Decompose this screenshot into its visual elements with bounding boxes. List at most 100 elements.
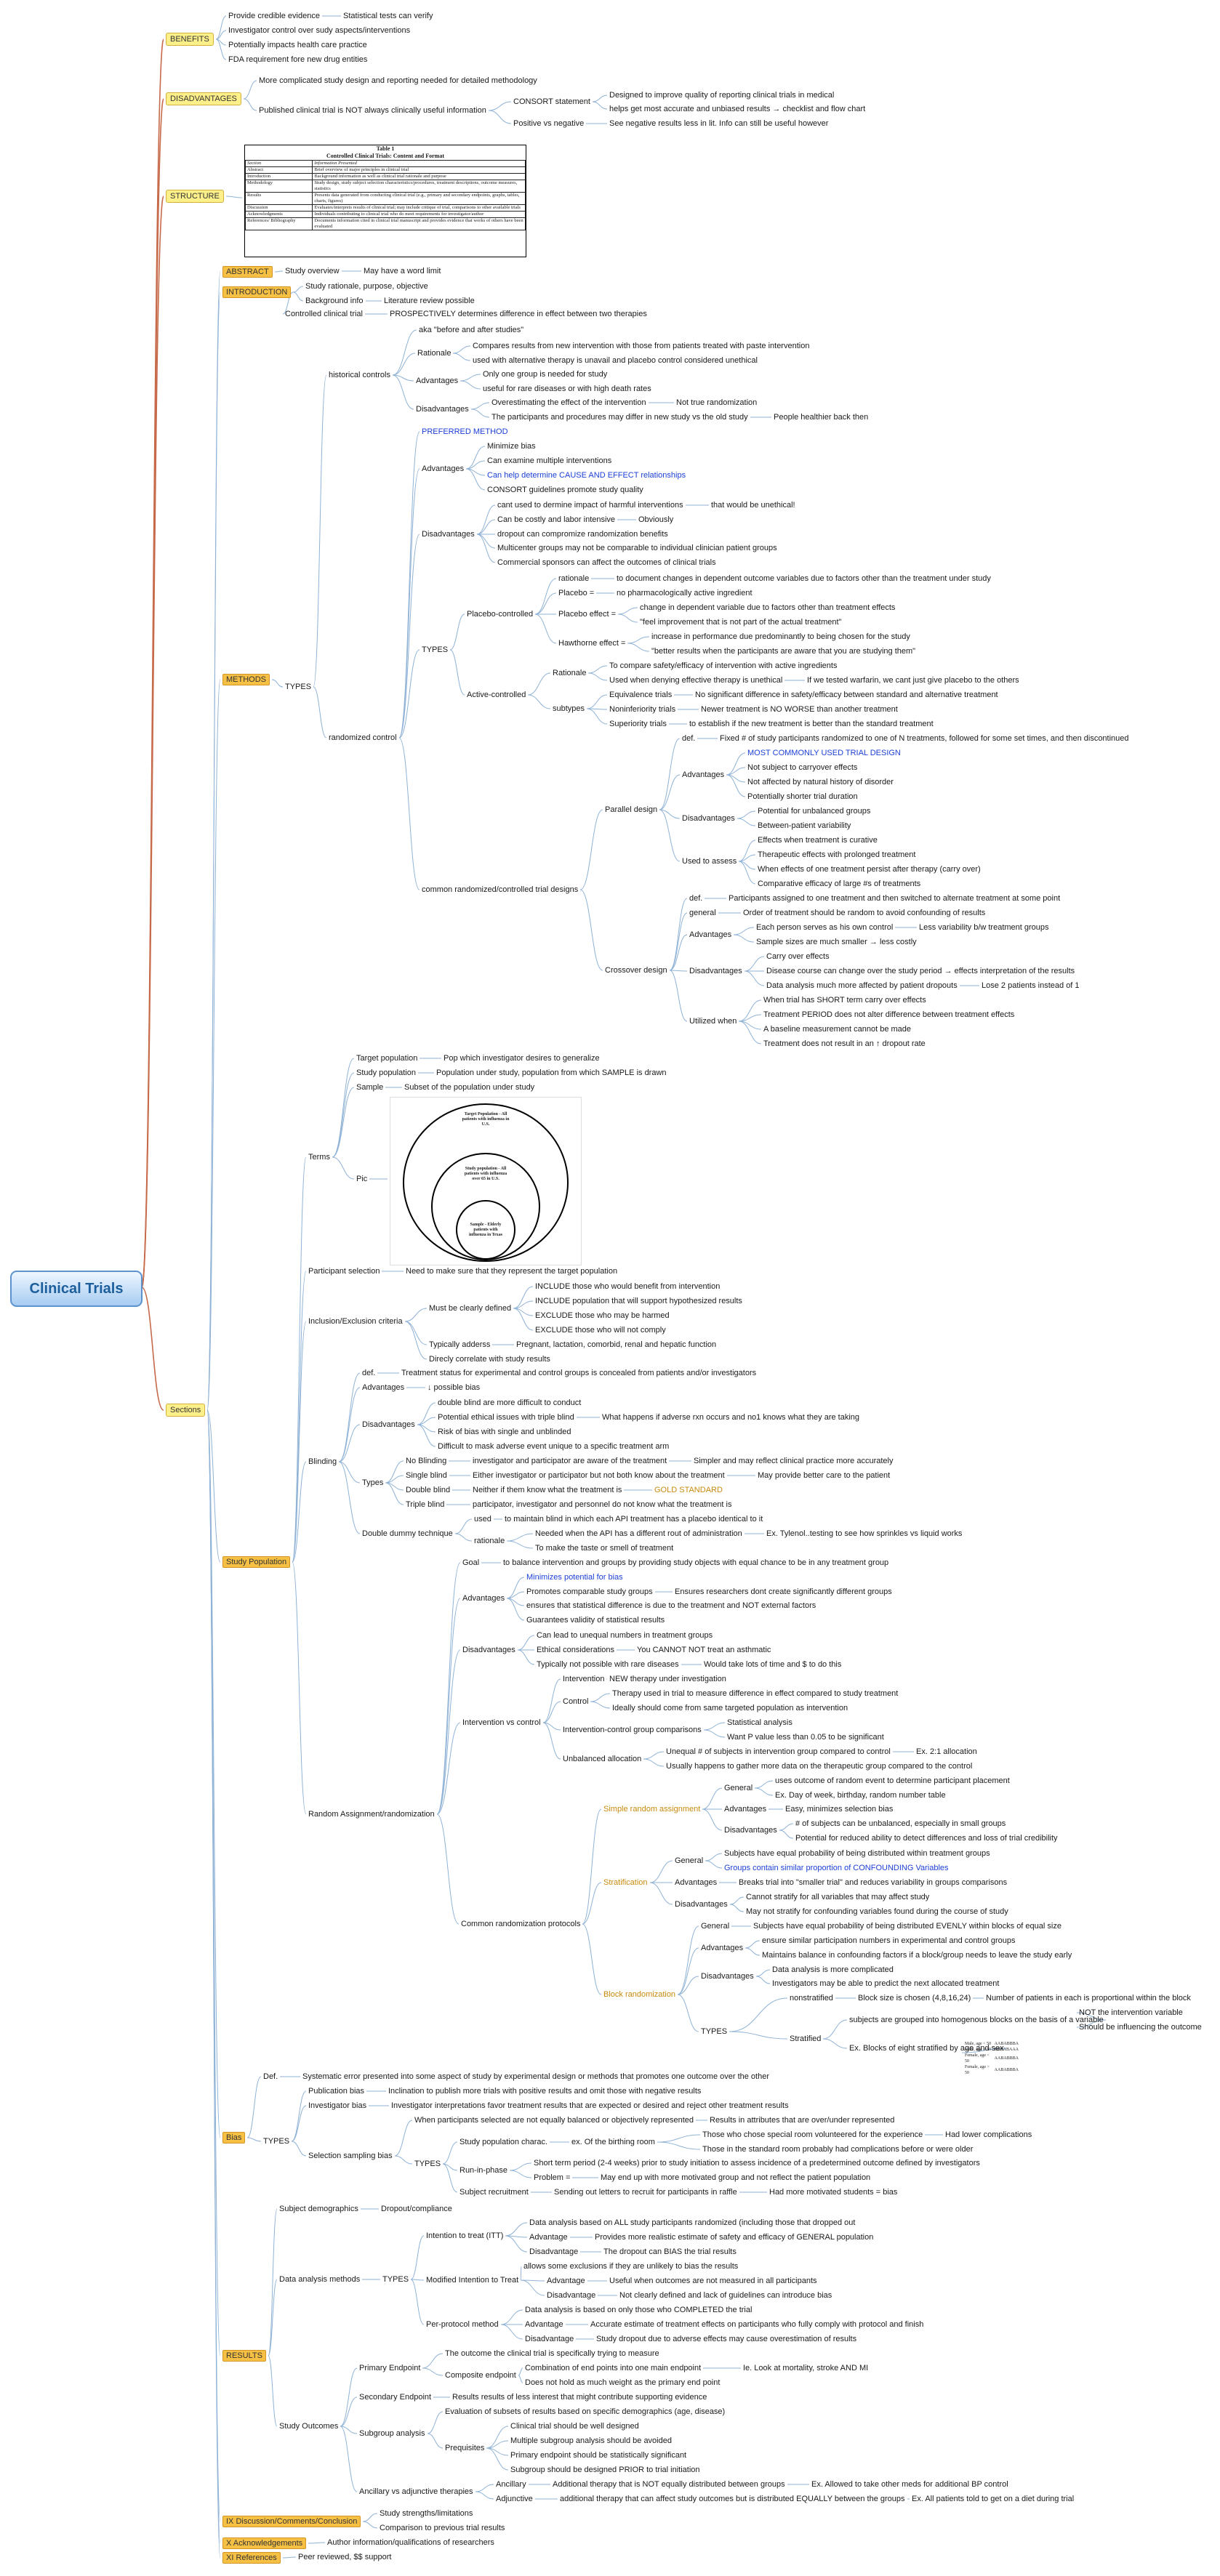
node-bl1[interactable]: def. xyxy=(362,1369,376,1377)
node-ra4a1[interactable]: NEW therapy under investigation xyxy=(609,1675,726,1683)
node-re3c[interactable]: Subgroup analysis xyxy=(359,2429,425,2438)
node-pd1[interactable]: def. xyxy=(682,734,696,743)
node-re3d2[interactable]: Adjunctive xyxy=(496,2495,533,2503)
node-ac2c1[interactable]: to establish if the new treatment is bet… xyxy=(689,720,934,728)
node-rc_dis[interactable]: Disadvantages xyxy=(422,530,475,539)
node-bi2c2c2[interactable]: Had more motivated students = bias xyxy=(769,2188,898,2197)
node-pc2a[interactable]: no pharmacologically active ingredient xyxy=(617,589,753,597)
node-rc_types[interactable]: TYPES xyxy=(422,645,449,654)
node-ra4d[interactable]: Unbalanced allocation xyxy=(563,1755,642,1763)
node-ix1[interactable]: Study strengths/limitations xyxy=(380,2509,473,2518)
node-b1a[interactable]: Statistical tests can verify xyxy=(343,12,433,20)
node-sr2[interactable]: Advantages xyxy=(724,1805,767,1814)
node-br4[interactable]: TYPES xyxy=(701,2027,728,2036)
node-pc1a[interactable]: to document changes in dependent outcome… xyxy=(617,574,991,583)
node-hc2a[interactable]: Compares results from new intervention w… xyxy=(473,342,810,350)
node-abstract[interactable]: ABSTRACT xyxy=(222,266,273,278)
node-d2a2[interactable]: helps get most accurate and unbiased res… xyxy=(609,105,866,113)
node-br4a[interactable]: nonstratified xyxy=(790,1994,833,2003)
node-ra3c1[interactable]: Would take lots of time and $ to do this xyxy=(704,1660,842,1669)
node-bl[interactable]: Blinding xyxy=(308,1457,337,1466)
node-methods[interactable]: METHODS xyxy=(222,674,270,685)
node-pd2c[interactable]: Not affected by natural history of disor… xyxy=(747,778,894,786)
node-bi2c2a1a1[interactable]: Had lower complications xyxy=(945,2130,1032,2139)
node-cd2a[interactable]: Order of treatment should be random to a… xyxy=(743,909,986,917)
node-cd3b[interactable]: Sample sizes are much smaller → less cos… xyxy=(756,938,917,946)
node-pc3b[interactable]: "feel improvement that is not part of th… xyxy=(640,618,842,627)
node-cd5d[interactable]: Treatment does not result in an ↑ dropou… xyxy=(763,1039,926,1048)
node-bl4d1[interactable]: participator, investigator and personnel… xyxy=(473,1500,732,1509)
node-ra3b[interactable]: Ethical considerations xyxy=(537,1646,615,1654)
node-re3d2a1[interactable]: Ex. All patients told to get on a diet d… xyxy=(912,2495,1075,2503)
node-cd[interactable]: Crossover design xyxy=(605,966,667,975)
node-ac2b1[interactable]: Newer treatment is NO WORSE than another… xyxy=(701,705,898,714)
node-br2b[interactable]: Maintains balance in confounding factors… xyxy=(762,1951,1072,1960)
node-ac2[interactable]: subtypes xyxy=(553,704,585,713)
node-pd4a[interactable]: Effects when treatment is curative xyxy=(758,836,878,845)
node-bl3d[interactable]: Difficult to mask adverse event unique t… xyxy=(438,1442,670,1451)
node-hc[interactable]: historical controls xyxy=(329,371,390,379)
node-x[interactable]: X Acknowledgements xyxy=(222,2537,307,2549)
node-bi2c2a1[interactable]: ex. Of the birthing room xyxy=(571,2138,655,2146)
node-ie1b[interactable]: INCLUDE population that will support hyp… xyxy=(535,1297,742,1305)
node-br2a[interactable]: ensure similar participation numbers in … xyxy=(762,1936,1016,1945)
node-cd5[interactable]: Utilized when xyxy=(689,1017,737,1026)
node-ie1a[interactable]: INCLUDE those who would benefit from int… xyxy=(535,1282,721,1291)
node-re1a[interactable]: Dropout/compliance xyxy=(381,2205,452,2213)
node-pc3a[interactable]: change in dependent variable due to fact… xyxy=(640,603,896,612)
node-st2a[interactable]: Breaks trial into "smaller trial" and re… xyxy=(739,1878,1008,1887)
node-re3d1a1[interactable]: Ex. Allowed to take other meds for addit… xyxy=(811,2480,1008,2489)
node-d2b1[interactable]: See negative results less in lit. Info c… xyxy=(609,119,829,128)
node-rca3[interactable]: Can help determine CAUSE AND EFFECT rela… xyxy=(487,471,686,480)
node-ra3a[interactable]: Can lead to unequal numbers in treatment… xyxy=(537,1631,713,1640)
node-bi2[interactable]: TYPES xyxy=(263,2137,290,2146)
node-t3a[interactable]: Subset of the population under study xyxy=(404,1083,535,1092)
node-rca1[interactable]: Minimize bias xyxy=(487,442,536,451)
node-in1[interactable]: Study rationale, purpose, objective xyxy=(305,282,428,291)
node-d2b[interactable]: Positive vs negative xyxy=(513,119,585,128)
node-bi2c2a1b[interactable]: Those in the standard room probably had … xyxy=(702,2145,974,2154)
node-bi1[interactable]: Def. xyxy=(263,2072,278,2081)
node-bi2c1[interactable]: When participants selected are not equal… xyxy=(414,2116,694,2125)
node-ps1[interactable]: Need to make sure that they represent th… xyxy=(406,1267,618,1276)
node-st2[interactable]: Advantages xyxy=(675,1878,718,1887)
node-crd[interactable]: common randomized/controlled trial desig… xyxy=(422,885,579,894)
node-bi2c2a[interactable]: Study population charac. xyxy=(459,2138,548,2146)
node-bl4a[interactable]: No Blinding xyxy=(406,1457,447,1465)
node-b3[interactable]: Potentially impacts health care practice xyxy=(228,41,367,49)
node-rca2[interactable]: Can examine multiple interventions xyxy=(487,456,612,465)
node-in3a[interactable]: PROSPECTIVELY determines difference in e… xyxy=(390,310,647,318)
node-ra[interactable]: Random Assignment/randomization xyxy=(308,1810,435,1819)
node-pc3[interactable]: Placebo effect = xyxy=(558,610,616,619)
node-bl4[interactable]: Types xyxy=(362,1478,384,1487)
node-b1[interactable]: Provide credible evidence xyxy=(228,12,320,20)
node-ra4d1a[interactable]: Ex. 2:1 allocation xyxy=(916,1747,977,1756)
node-bl4d[interactable]: Triple blind xyxy=(406,1500,445,1509)
node-br1a[interactable]: Subjects have equal probability of being… xyxy=(753,1922,1062,1931)
node-cd5a[interactable]: When trial has SHORT term carry over eff… xyxy=(763,996,926,1005)
node-br[interactable]: Block randomization xyxy=(603,1990,676,1999)
node-rcd5[interactable]: Commercial sponsors can affect the outco… xyxy=(497,558,716,567)
node-bl5b2[interactable]: To make the taste or smell of treatment xyxy=(535,1544,674,1553)
node-ra3[interactable]: Disadvantages xyxy=(462,1646,515,1654)
node-st1a[interactable]: Subjects have equal probability of being… xyxy=(724,1849,990,1858)
node-bias[interactable]: Bias xyxy=(222,2132,246,2144)
node-re2t[interactable]: TYPES xyxy=(382,2275,409,2284)
node-br2[interactable]: Advantages xyxy=(701,1944,744,1952)
node-sr[interactable]: Simple random assignment xyxy=(603,1805,701,1814)
node-ie1d[interactable]: EXCLUDE those who will not comply xyxy=(535,1326,666,1335)
node-br4b[interactable]: Stratified xyxy=(790,2034,822,2043)
node-bi2c2[interactable]: TYPES xyxy=(414,2160,441,2168)
node-re2a1[interactable]: Data analysis based on ALL study partici… xyxy=(529,2218,856,2227)
node-bi2c[interactable]: Selection sampling bias xyxy=(308,2152,393,2160)
node-ra2[interactable]: Advantages xyxy=(462,1594,505,1603)
node-rc_adv[interactable]: Advantages xyxy=(422,464,465,473)
node-ra2b[interactable]: Promotes comparable study groups xyxy=(526,1587,653,1596)
node-terms[interactable]: Terms xyxy=(308,1153,330,1162)
node-ac[interactable]: Active-controlled xyxy=(467,691,526,699)
node-bl1a[interactable]: Treatment status for experimental and co… xyxy=(401,1369,757,1377)
node-bl3b1[interactable]: What happens if adverse rxn occurs and n… xyxy=(602,1413,860,1422)
node-bl3a[interactable]: double blind are more difficult to condu… xyxy=(438,1398,582,1407)
node-re3c2c[interactable]: Primary endpoint should be statistically… xyxy=(510,2451,687,2460)
node-br4a2[interactable]: Number of patients in each is proportion… xyxy=(986,1994,1191,2003)
